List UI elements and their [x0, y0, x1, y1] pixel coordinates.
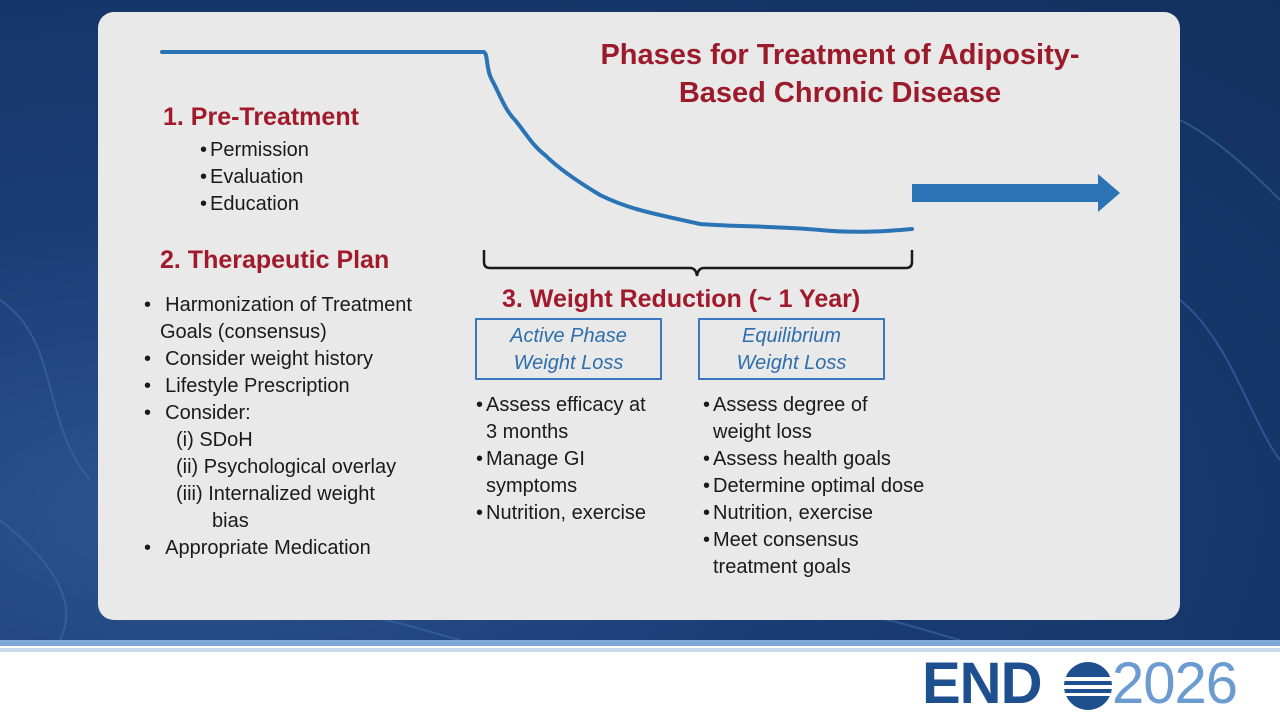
- list-item: (i) SDoH: [176, 429, 253, 451]
- slide-title-line-2: Based Chronic Disease: [678, 77, 1002, 109]
- list-item: •Nutrition, exercise: [703, 502, 874, 524]
- therapeutic-plan-heading: 2. Therapeutic Plan: [160, 246, 390, 274]
- weight-trajectory-line: [160, 50, 914, 234]
- therapeutic-plan-list: • Harmonization of Treatment Goals (cons…: [144, 292, 412, 562]
- list-item: (iii) Internalized weight: [176, 483, 375, 505]
- list-item: •Education: [200, 193, 299, 215]
- list-item: bias: [212, 510, 249, 532]
- list-item: •Nutrition, exercise: [476, 502, 647, 524]
- list-item: •Assess efficacy at: [476, 394, 646, 416]
- slide-title: Phases for Treatment of Adiposity- Based…: [560, 36, 1120, 112]
- active-phase-label-line-1: Active Phase: [510, 325, 627, 347]
- list-item: • Appropriate Medication: [144, 537, 371, 559]
- logo-year: 2026: [1112, 651, 1238, 716]
- list-item: •Meet consensus: [703, 529, 859, 551]
- phase-brace: [482, 250, 914, 277]
- list-item: •Permission: [200, 139, 309, 161]
- active-phase-label-line-2: Weight Loss: [513, 352, 624, 374]
- logo-wordmark: END: [922, 651, 1042, 716]
- equilibrium-label-line-2: Weight Loss: [736, 352, 847, 374]
- background-network-pattern: [0, 119, 1280, 640]
- footer-stripe: [0, 640, 1280, 646]
- weight-reduction-heading: 3. Weight Reduction (~ 1 Year): [502, 285, 861, 313]
- list-item: • Harmonization of Treatment: [144, 294, 412, 316]
- globe-icon: [1064, 662, 1112, 710]
- list-item: symptoms: [486, 475, 578, 497]
- list-item: treatment goals: [713, 556, 851, 578]
- list-item: weight loss: [713, 421, 812, 443]
- equilibrium-phase-list: •Assess degree of weight loss •Assess he…: [703, 392, 924, 581]
- equilibrium-phase-box: Equilibrium Weight Loss: [698, 318, 885, 380]
- equilibrium-label-line-1: Equilibrium: [742, 325, 841, 347]
- pre-treatment-heading: 1. Pre-Treatment: [163, 103, 359, 131]
- list-item: •Assess degree of: [703, 394, 868, 416]
- pre-treatment-list: •Permission •Evaluation •Education: [200, 137, 309, 218]
- footer-stripe-light: [0, 648, 1280, 652]
- slide-title-line-1: Phases for Treatment of Adiposity-: [600, 39, 1080, 71]
- active-phase-list: •Assess efficacy at 3 months •Manage GI …: [476, 392, 646, 527]
- list-item: •Determine optimal dose: [703, 475, 925, 497]
- list-item: (ii) Psychological overlay: [176, 456, 397, 478]
- list-item: •Assess health goals: [703, 448, 891, 470]
- list-item: • Lifestyle Prescription: [144, 375, 350, 397]
- list-item: •Evaluation: [200, 166, 304, 188]
- list-item: •Manage GI: [476, 448, 585, 470]
- list-item: • Consider:: [144, 402, 251, 424]
- continuation-arrow: [912, 174, 1120, 212]
- list-item: • Consider weight history: [144, 348, 373, 370]
- list-item: 3 months: [486, 421, 569, 443]
- active-phase-box: Active Phase Weight Loss: [475, 318, 662, 380]
- list-item: Goals (consensus): [160, 321, 327, 343]
- content-panel: [98, 12, 1180, 620]
